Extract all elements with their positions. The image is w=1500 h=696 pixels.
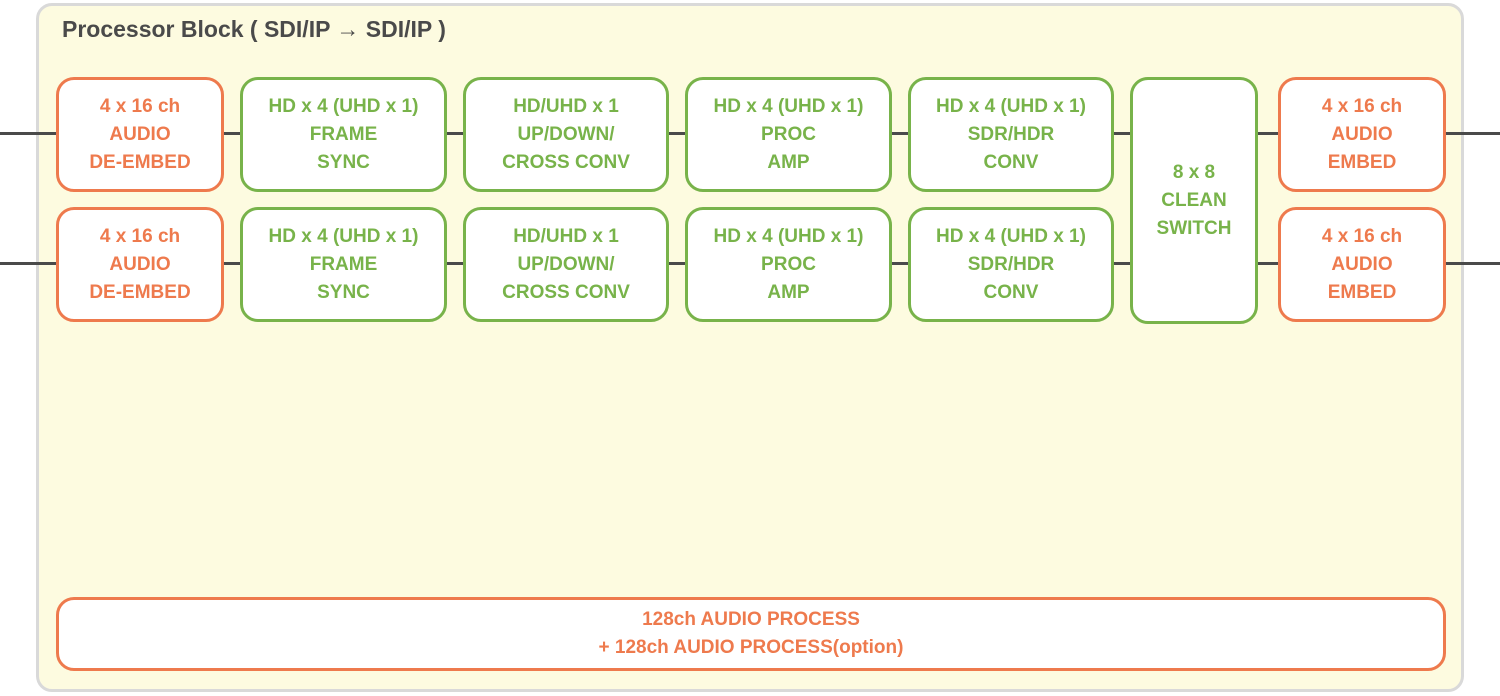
audio-deembed-block-2: 4 x 16 ch AUDIO DE-EMBED [56, 207, 224, 322]
block-line: HD x 4 (UHD x 1) [936, 225, 1086, 247]
signal-line-row1 [1256, 132, 1280, 135]
block-line: CONV [983, 151, 1039, 173]
block-line: HD x 4 (UHD x 1) [268, 225, 419, 247]
block-line: DE-EMBED [89, 151, 191, 173]
signal-line-row2-input [0, 262, 58, 265]
block-line: HD x 4 (UHD x 1) [936, 95, 1086, 117]
block-line: HD/UHD x 1 [513, 225, 619, 247]
block-line: EMBED [1327, 151, 1397, 173]
signal-line-row2 [222, 262, 242, 265]
signal-line-row2 [1112, 262, 1132, 265]
signal-line-row2 [445, 262, 465, 265]
block-line: AUDIO [109, 253, 171, 275]
signal-line-row1-output [1444, 132, 1500, 135]
block-line: SDR/HDR [967, 123, 1055, 145]
signal-line-row1 [667, 132, 687, 135]
block-line: CROSS CONV [502, 151, 630, 173]
proc-amp-block-1: HD x 4 (UHD x 1) PROC AMP [685, 77, 892, 192]
block-line: 4 x 16 ch [1321, 225, 1403, 247]
block-line: DE-EMBED [89, 281, 191, 303]
block-line: 4 x 16 ch [99, 225, 181, 247]
block-line: AUDIO [1331, 123, 1393, 145]
block-line: HD x 4 (UHD x 1) [713, 95, 864, 117]
up-down-cross-conv-block-2: HD/UHD x 1 UP/DOWN/ CROSS CONV [463, 207, 669, 322]
proc-amp-block-2: HD x 4 (UHD x 1) PROC AMP [685, 207, 892, 322]
frame-sync-block-1: HD x 4 (UHD x 1) FRAME SYNC [240, 77, 447, 192]
audio-process-block: 128ch AUDIO PROCESS + 128ch AUDIO PROCES… [56, 597, 1446, 671]
block-line: 8 x 8 [1172, 161, 1216, 183]
block-line: AUDIO [109, 123, 171, 145]
block-line: HD x 4 (UHD x 1) [268, 95, 419, 117]
signal-line-row1 [445, 132, 465, 135]
clean-switch-block: 8 x 8 CLEAN SWITCH [1130, 77, 1258, 324]
sdr-hdr-conv-block-2: HD x 4 (UHD x 1) SDR/HDR CONV [908, 207, 1114, 322]
block-line: AUDIO [1331, 253, 1393, 275]
block-line: FRAME [309, 123, 378, 145]
signal-line-row1-input [0, 132, 58, 135]
sdr-hdr-conv-block-1: HD x 4 (UHD x 1) SDR/HDR CONV [908, 77, 1114, 192]
block-line: CROSS CONV [502, 281, 630, 303]
block-line: 4 x 16 ch [99, 95, 181, 117]
block-line: SYNC [317, 151, 370, 173]
block-line: 128ch AUDIO PROCESS [642, 609, 860, 630]
block-line: AMP [767, 151, 810, 173]
up-down-cross-conv-block-1: HD/UHD x 1 UP/DOWN/ CROSS CONV [463, 77, 669, 192]
block-line: HD x 4 (UHD x 1) [713, 225, 864, 247]
block-line: CONV [983, 281, 1039, 303]
signal-line-row2-output [1444, 262, 1500, 265]
audio-deembed-block-1: 4 x 16 ch AUDIO DE-EMBED [56, 77, 224, 192]
block-line: SWITCH [1156, 217, 1232, 239]
block-line: AMP [767, 281, 810, 303]
block-line: CLEAN [1161, 189, 1227, 211]
block-line: PROC [761, 123, 816, 145]
block-line: EMBED [1327, 281, 1397, 303]
block-line: UP/DOWN/ [517, 253, 615, 275]
block-line: PROC [761, 253, 816, 275]
signal-line-row1 [1112, 132, 1132, 135]
signal-line-row1 [222, 132, 242, 135]
signal-line-row2 [667, 262, 687, 265]
signal-line-row2 [890, 262, 910, 265]
block-title: Processor Block ( SDI/IP → SDI/IP ) [62, 16, 446, 42]
block-line: UP/DOWN/ [517, 123, 615, 145]
audio-embed-block-1: 4 x 16 ch AUDIO EMBED [1278, 77, 1446, 192]
block-line: SDR/HDR [967, 253, 1055, 275]
signal-line-row2 [1256, 262, 1280, 265]
frame-sync-block-2: HD x 4 (UHD x 1) FRAME SYNC [240, 207, 447, 322]
block-line: SYNC [317, 281, 370, 303]
signal-line-row1 [890, 132, 910, 135]
block-line: + 128ch AUDIO PROCESS(option) [598, 637, 904, 658]
block-line: FRAME [309, 253, 378, 275]
block-line: HD/UHD x 1 [513, 95, 619, 117]
audio-embed-block-2: 4 x 16 ch AUDIO EMBED [1278, 207, 1446, 322]
block-line: 4 x 16 ch [1321, 95, 1403, 117]
